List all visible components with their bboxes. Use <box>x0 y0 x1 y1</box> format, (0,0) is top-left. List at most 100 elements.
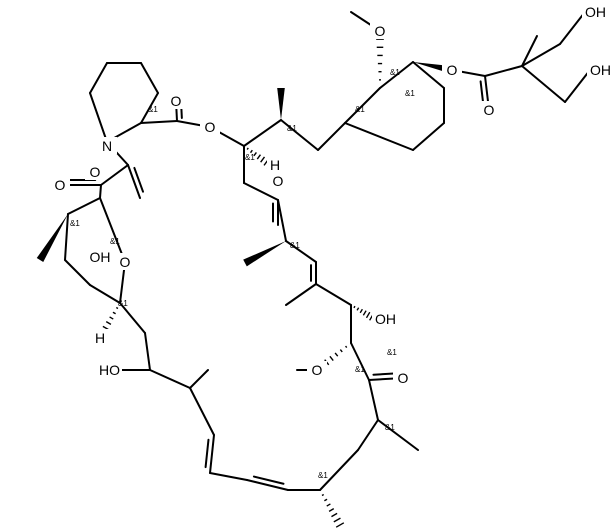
double-bond <box>133 166 145 193</box>
hashed-bond <box>253 152 257 157</box>
hashed-bond <box>353 305 356 309</box>
single-bond <box>119 302 146 334</box>
wedge-bond <box>36 214 68 262</box>
atom-label-o: O <box>273 173 284 189</box>
single-bond <box>189 369 209 389</box>
hashed-bond <box>112 311 116 315</box>
atom-label-o: O <box>120 254 131 270</box>
single-bond <box>564 69 591 103</box>
atom-label-background <box>268 172 288 189</box>
stereo-descriptor: &1 <box>245 153 255 162</box>
single-bond <box>379 61 414 89</box>
atom-label-background <box>393 369 413 386</box>
single-bond <box>64 213 69 261</box>
single-bond <box>377 419 419 451</box>
stereo-descriptor: &1 <box>148 105 158 114</box>
atom-label-background <box>85 163 105 180</box>
stereo-descriptor: &1 <box>290 241 300 250</box>
atom-label-o: O <box>447 62 458 78</box>
single-bond <box>285 283 317 306</box>
hashed-bond <box>260 156 266 163</box>
hashed-bond <box>109 316 114 320</box>
single-bond <box>209 472 248 481</box>
atom-label-oh: OH <box>90 249 111 265</box>
single-bond <box>189 387 215 436</box>
atom-label-background <box>90 248 110 265</box>
single-bond <box>67 197 101 215</box>
atom-label-background <box>50 176 70 193</box>
atom-label-o: O <box>484 102 495 118</box>
single-bond <box>559 11 586 45</box>
hashed-bond <box>115 306 119 310</box>
hashed-bond <box>328 508 335 512</box>
atom-label-background <box>582 3 602 20</box>
atom-label-oh: OH <box>585 4 606 20</box>
atom-label-n: N <box>102 138 112 154</box>
stereo-descriptor: &1 <box>387 348 397 357</box>
hashed-bond <box>339 349 343 353</box>
single-bond <box>89 92 108 143</box>
atom-label-background <box>166 92 186 109</box>
single-bond <box>127 164 141 199</box>
single-bond <box>243 119 282 147</box>
single-bond <box>368 379 379 421</box>
atom-label-background <box>370 22 390 39</box>
single-bond <box>319 449 359 491</box>
single-bond <box>246 479 289 491</box>
single-bond <box>285 240 317 263</box>
stereo-descriptor: &1 <box>118 299 128 308</box>
single-bond <box>521 43 561 67</box>
atom-label-oh: OH <box>590 62 611 78</box>
stereo-descriptor: &1 <box>110 237 120 246</box>
atom-label-background <box>267 156 287 173</box>
stereo-descriptor: &1 <box>355 105 365 114</box>
single-bond <box>209 434 215 474</box>
stereo-descriptor: &1 <box>405 89 415 98</box>
hashed-bond <box>324 498 328 502</box>
single-bond <box>277 199 287 242</box>
hashed-bond <box>335 522 345 528</box>
single-bond <box>315 283 352 306</box>
single-bond <box>521 35 538 67</box>
hashed-bond <box>359 308 363 314</box>
single-bond <box>412 122 445 151</box>
atom-label-o: O <box>205 119 216 135</box>
single-bond <box>89 284 121 304</box>
single-bond <box>344 87 381 124</box>
single-bond <box>243 182 279 201</box>
atom-label-o: O <box>171 93 182 109</box>
atom-label-background <box>587 61 607 78</box>
double-bond <box>252 475 285 485</box>
atom-label-background <box>372 310 392 327</box>
hashed-bond <box>249 149 253 154</box>
single-bond <box>357 419 379 451</box>
hashed-bond <box>329 355 334 361</box>
hashed-bond <box>105 321 112 325</box>
atom-label-background <box>102 361 122 378</box>
atom-label-background <box>90 329 110 346</box>
stereo-descriptor: &1 <box>318 471 328 480</box>
single-bond <box>140 92 159 124</box>
atom-label-o: O <box>55 177 66 193</box>
stereo-descriptor: &1 <box>287 124 297 133</box>
single-bond <box>89 62 108 94</box>
single-bond <box>100 164 129 186</box>
single-bond <box>64 259 91 286</box>
atom-label-o: O <box>375 23 386 39</box>
single-bond <box>280 119 319 151</box>
stereo-descriptor: &1 <box>355 365 365 374</box>
wedge-bond <box>277 88 285 120</box>
hashed-bond <box>334 352 339 357</box>
hashed-bond <box>321 493 325 497</box>
stereo-descriptor: &1 <box>70 219 80 228</box>
stereo-descriptor: &1 <box>385 423 395 432</box>
hashed-bond <box>256 154 262 160</box>
hashed-bond <box>365 311 371 319</box>
atom-label-background <box>115 253 135 270</box>
wedge-bond <box>243 241 286 267</box>
atom-label-o: O <box>312 362 323 378</box>
single-bond <box>350 342 370 381</box>
single-bond <box>140 120 178 124</box>
double-bond <box>204 438 210 469</box>
